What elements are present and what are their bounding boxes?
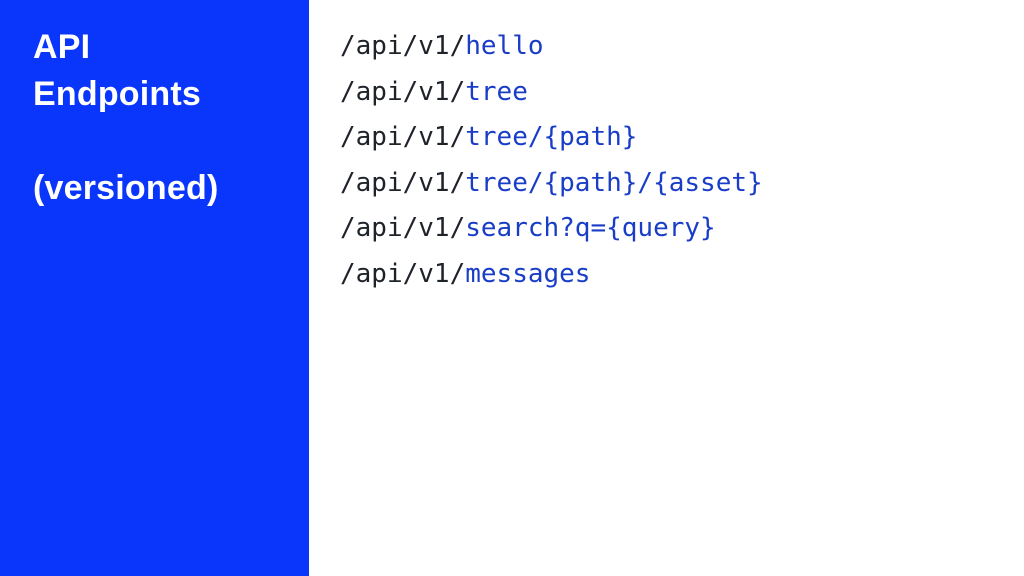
title-spacer (33, 118, 309, 165)
endpoint-prefix: /api/v1/ (340, 258, 466, 289)
endpoint-hello: /api/v1/hello (340, 24, 1024, 70)
endpoint-search: /api/v1/search?q={query} (340, 206, 1024, 252)
endpoint-resource: tree (465, 76, 528, 107)
endpoint-resource: hello (465, 31, 544, 61)
endpoint-prefix: /api/v1/ (340, 213, 466, 244)
endpoint-resource: messages (465, 258, 591, 289)
endpoint-prefix: /api/v1/ (340, 122, 466, 153)
endpoint-messages: /api/v1/messages (340, 252, 1024, 298)
endpoint-prefix: /api/v1/ (340, 167, 466, 198)
endpoint-prefix: /api/v1/ (340, 31, 466, 61)
slide-title: API Endpoints (versioned) (33, 24, 309, 212)
endpoint-prefix: /api/v1/ (340, 76, 466, 107)
title-line-endpoints: Endpoints (33, 75, 201, 113)
endpoint-resource: search?q={query} (465, 213, 716, 244)
endpoint-resource: tree/{path}/{asset} (465, 167, 763, 198)
title-panel: API Endpoints (versioned) (0, 0, 309, 576)
endpoint-tree: /api/v1/tree (340, 70, 1024, 116)
endpoint-list: /api/v1/hello /api/v1/tree /api/v1/tree/… (309, 0, 1024, 576)
endpoint-resource: tree/{path} (465, 122, 638, 153)
endpoint-tree-path-asset: /api/v1/tree/{path}/{asset} (340, 161, 1024, 207)
title-line-api: API (33, 28, 91, 66)
title-line-versioned: (versioned) (33, 169, 219, 207)
endpoint-tree-path: /api/v1/tree/{path} (340, 115, 1024, 161)
